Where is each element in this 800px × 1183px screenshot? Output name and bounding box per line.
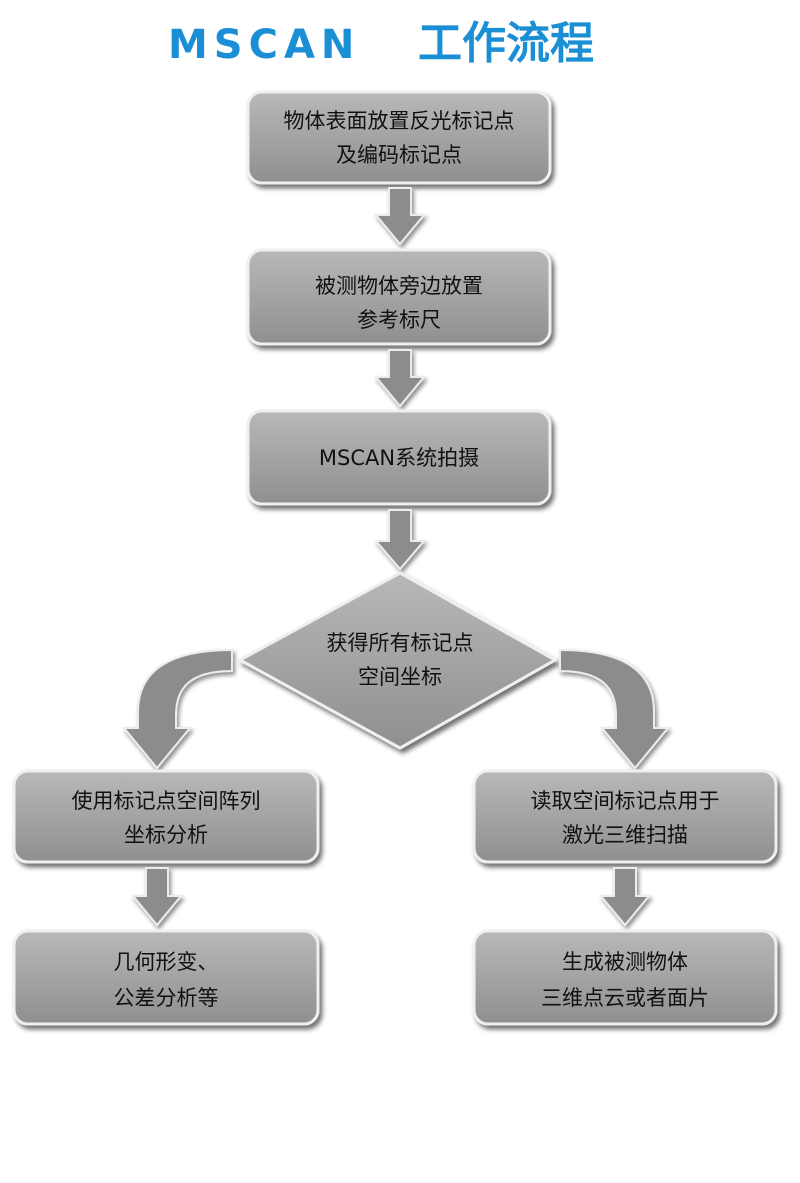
left2-line1: 几何形变、 [114, 950, 219, 974]
decision-get-coordinates: 获得所有标记点 空间坐标 [236, 571, 559, 750]
arrow-down-right [598, 867, 652, 927]
decision-line2: 空间坐标 [358, 665, 442, 689]
arrow-down-2 [373, 349, 427, 408]
left1-line2: 坐标分析 [124, 823, 208, 847]
step3-line1: MSCAN系统拍摄 [319, 446, 479, 470]
step2-line1: 被测物体旁边放置 [315, 274, 483, 298]
arrow-down-3 [373, 509, 427, 571]
right2-line1: 生成被测物体 [562, 950, 688, 974]
step-box-array-analysis: 使用标记点空间阵列 坐标分析 [12, 769, 320, 864]
step-box-place-markers: 物体表面放置反光标记点 及编码标记点 [246, 90, 552, 185]
arrow-down-left [130, 867, 184, 927]
title-chinese: 工作流程 [418, 18, 594, 69]
title-latin: MSCAN [168, 22, 360, 68]
decision-line1: 获得所有标记点 [327, 631, 474, 655]
page-title: MSCAN 工作流程 [168, 18, 594, 69]
step-box-point-cloud: 生成被测物体 三维点云或者面片 [472, 929, 778, 1026]
step2-line2: 参考标尺 [357, 308, 441, 332]
step-box-deformation-analysis: 几何形变、 公差分析等 [12, 929, 320, 1026]
step-box-laser-scan: 读取空间标记点用于 激光三维扫描 [472, 769, 778, 864]
step1-line2: 及编码标记点 [336, 143, 462, 167]
left2-line2: 公差分析等 [114, 986, 219, 1010]
left1-line1: 使用标记点空间阵列 [72, 789, 261, 813]
right1-line2: 激光三维扫描 [562, 823, 688, 847]
right2-line2: 三维点云或者面片 [541, 986, 709, 1010]
arrow-down-1 [373, 187, 427, 246]
step1-line1: 物体表面放置反光标记点 [284, 109, 515, 133]
step-box-mscan-capture: MSCAN系统拍摄 [246, 409, 552, 506]
curved-arrow-right [559, 648, 671, 770]
right1-line1: 读取空间标记点用于 [531, 789, 720, 813]
curved-arrow-left [121, 648, 233, 770]
step-box-place-scale-bar: 被测物体旁边放置 参考标尺 [246, 248, 552, 346]
